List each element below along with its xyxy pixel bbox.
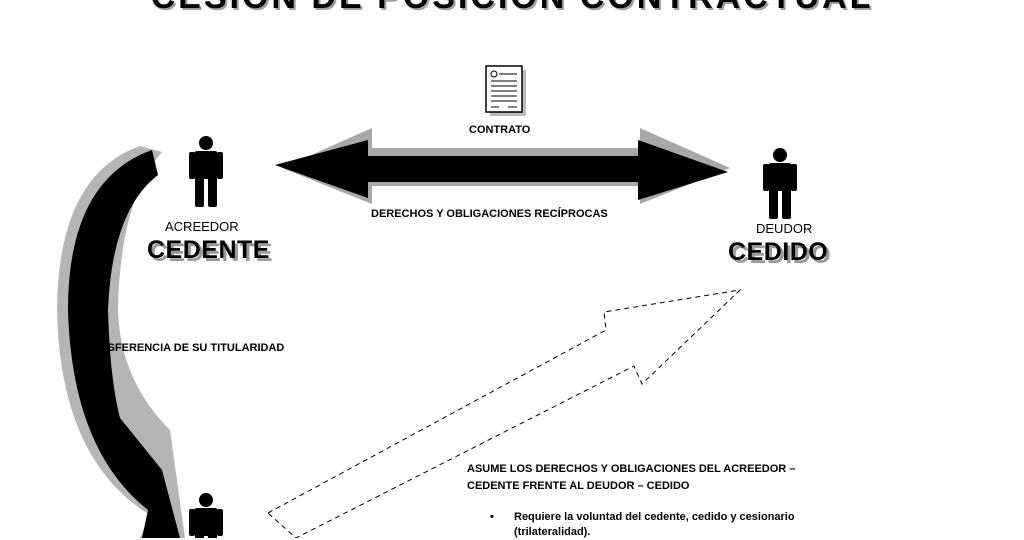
requirement-item: Requiere la voluntad del cedente, cedido… [490, 510, 850, 540]
contract-label: CONTRATO [469, 124, 531, 136]
assumption-arrow [267, 289, 742, 538]
contract-arrow [275, 140, 728, 200]
transfer-arrow [68, 150, 180, 538]
creditor-name-label: CEDENTE [147, 236, 270, 264]
debtor-name-label: CEDIDO [728, 238, 829, 266]
diagram-title: CESION DE POSICION CONTRACTUAL [0, 0, 1024, 17]
assignee-person-icon [189, 493, 223, 538]
assumption-description: ASUME LOS DERECHOS Y OBLIGACIONES DEL AC… [467, 463, 796, 492]
creditor-person-icon [189, 136, 223, 207]
requirements-list: Requiere la voluntad del cedente, cedido… [490, 510, 850, 540]
rights-label: DERECHOS Y OBLIGACIONES RECÍPROCAS [371, 208, 608, 220]
debtor-person-icon [763, 148, 797, 219]
debtor-role-label: DEUDOR [756, 221, 813, 236]
creditor-role-label: ACREEDOR [165, 219, 239, 234]
contract-document-icon [485, 65, 526, 116]
transfer-label: TRANSFERENCIA DE SU TITULARIDAD [77, 342, 285, 354]
